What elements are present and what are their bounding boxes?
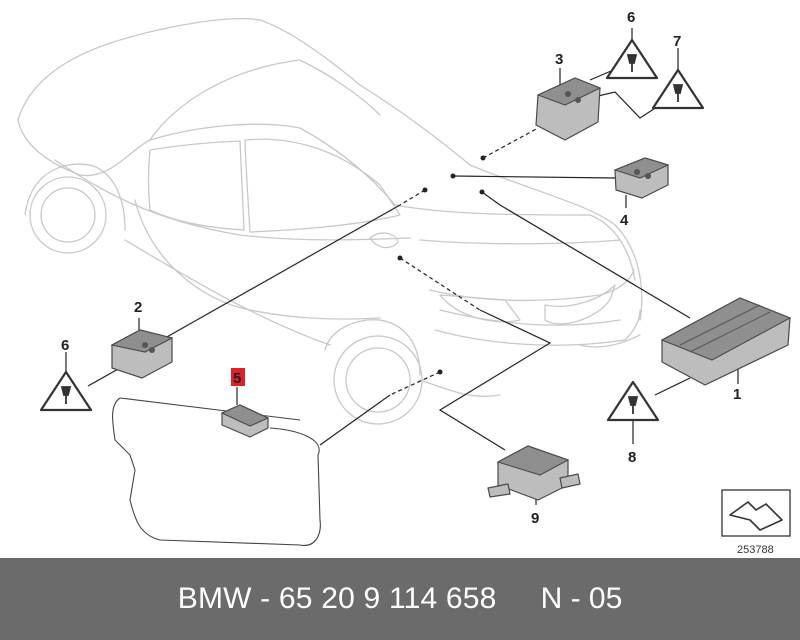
- callout-3: 3: [555, 51, 563, 68]
- warning-triangle-7: [651, 68, 705, 110]
- image-number: 253788: [737, 544, 774, 556]
- variant-code-text: N - 05: [540, 582, 623, 615]
- part-9-module: [487, 445, 581, 501]
- callout-9: 9: [531, 510, 539, 527]
- image-number-box: 253788: [721, 489, 791, 556]
- warning-triangle-6-left: [39, 370, 93, 412]
- parts-diagram: 1 2 3 4 5 6 6 7 8 9 253788: [17, 9, 792, 556]
- part-3-control-unit: [535, 77, 602, 141]
- callout-5-highlight: [231, 368, 245, 386]
- warning-triangle-6-top: [605, 38, 659, 80]
- callout-6-top: 6: [627, 9, 635, 26]
- part-number-text: BMW - 65 20 9 114 658: [177, 582, 497, 615]
- arrow-icon: [729, 501, 783, 531]
- callout-5: 5: [233, 370, 241, 387]
- callout-4: 4: [620, 212, 629, 229]
- part-number-footer: BMW - 65 20 9 114 658 N - 05: [0, 558, 800, 640]
- callout-1: 1: [733, 386, 741, 403]
- callout-6-left: 6: [61, 337, 69, 354]
- callouts: 1 2 3 4 5 6 6 7 8 9: [61, 9, 741, 527]
- warning-triangle-8: [606, 380, 660, 422]
- callout-7: 7: [673, 33, 681, 50]
- callout-8: 8: [628, 449, 636, 466]
- car-outline: [17, 18, 643, 425]
- leader-lines: [65, 28, 739, 505]
- part-2-module: [110, 329, 174, 379]
- callout-2: 2: [134, 299, 142, 316]
- part-5-antenna: [112, 397, 321, 546]
- part-4-module: [613, 157, 670, 199]
- part-1-control-unit: [660, 297, 792, 386]
